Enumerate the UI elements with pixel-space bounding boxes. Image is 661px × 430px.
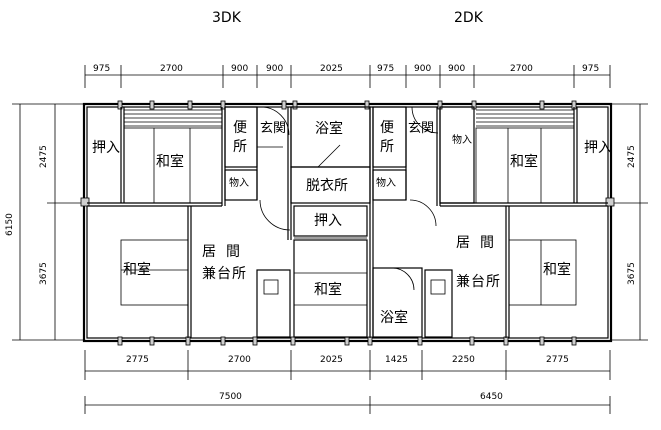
room-mono-3: 物入 [452, 133, 472, 146]
dim-bottom-1: 2775 [126, 355, 149, 365]
room-genkan-1: 玄関 [260, 121, 286, 136]
dim-top-2: 2700 [160, 64, 183, 74]
dim-side-total-left: 6150 [5, 213, 15, 236]
dim-side-upper-left: 2475 [39, 145, 49, 168]
room-genkan-2: 玄関 [408, 121, 434, 136]
top-dimension-line [84, 65, 611, 88]
dim-top-10: 975 [582, 64, 599, 74]
room-ben-2: 便 [380, 120, 394, 136]
room-oshiire-2: 押入 [314, 213, 342, 229]
room-oshiire-3: 押入 [584, 140, 612, 156]
dim-top-1: 975 [93, 64, 110, 74]
dim-side-lower-right: 3675 [627, 262, 637, 285]
dim-top-4: 900 [266, 64, 283, 74]
dim-side-lower-left: 3675 [39, 262, 49, 285]
unit-3dk-walls [87, 106, 371, 338]
bottom-dimension-line [84, 350, 611, 380]
room-washitsu-5: 和室 [543, 261, 571, 278]
room-kendaisho-1: 兼台所 [202, 266, 246, 282]
room-kyoma-2: 居間 [456, 235, 494, 251]
dim-total-left: 7500 [219, 392, 242, 402]
dim-side-upper-right: 2475 [627, 145, 637, 168]
dim-top-7: 900 [414, 64, 431, 74]
title-2dk: 2DK [454, 10, 484, 26]
dim-top-9: 2700 [510, 64, 533, 74]
room-kyoma-1: 居間 [202, 244, 240, 260]
room-datsuijo: 脱衣所 [306, 178, 348, 194]
room-oshiire-1-top: 押入 [92, 140, 120, 156]
room-washitsu-1: 和室 [156, 153, 184, 170]
room-ben-1: 便 [233, 120, 247, 136]
dim-bottom-3: 2025 [320, 355, 343, 365]
room-yokushitsu-2: 浴室 [380, 309, 408, 326]
room-yokushitsu-1: 浴室 [315, 120, 343, 137]
dim-top-3: 900 [231, 64, 248, 74]
window-markers [80, 100, 615, 346]
exterior-walls [82, 102, 613, 343]
room-washitsu-4: 和室 [510, 153, 538, 170]
dim-bottom-6: 2775 [546, 355, 569, 365]
dim-top-8: 900 [448, 64, 465, 74]
right-dimension-lines [611, 103, 648, 341]
dim-bottom-4: 1425 [385, 355, 408, 365]
room-mono-1: 物入 [229, 176, 249, 189]
left-dimension-lines [12, 103, 84, 341]
room-sho-1: 所 [233, 139, 247, 155]
dim-top-5: 2025 [320, 64, 343, 74]
title-3dk: 3DK [212, 10, 242, 26]
room-washitsu-3: 和室 [123, 261, 151, 278]
unit-2dk-walls [369, 106, 608, 338]
room-washitsu-2: 和室 [314, 281, 342, 298]
room-kendaisho-2: 兼台所 [456, 274, 500, 290]
dim-total-right: 6450 [480, 392, 503, 402]
room-mono-2: 物入 [376, 176, 396, 189]
room-sho-2: 所 [380, 139, 394, 155]
dim-top-6: 975 [377, 64, 394, 74]
total-dimension-line [84, 396, 611, 414]
dim-bottom-5: 2250 [452, 355, 475, 365]
dim-bottom-2: 2700 [228, 355, 251, 365]
